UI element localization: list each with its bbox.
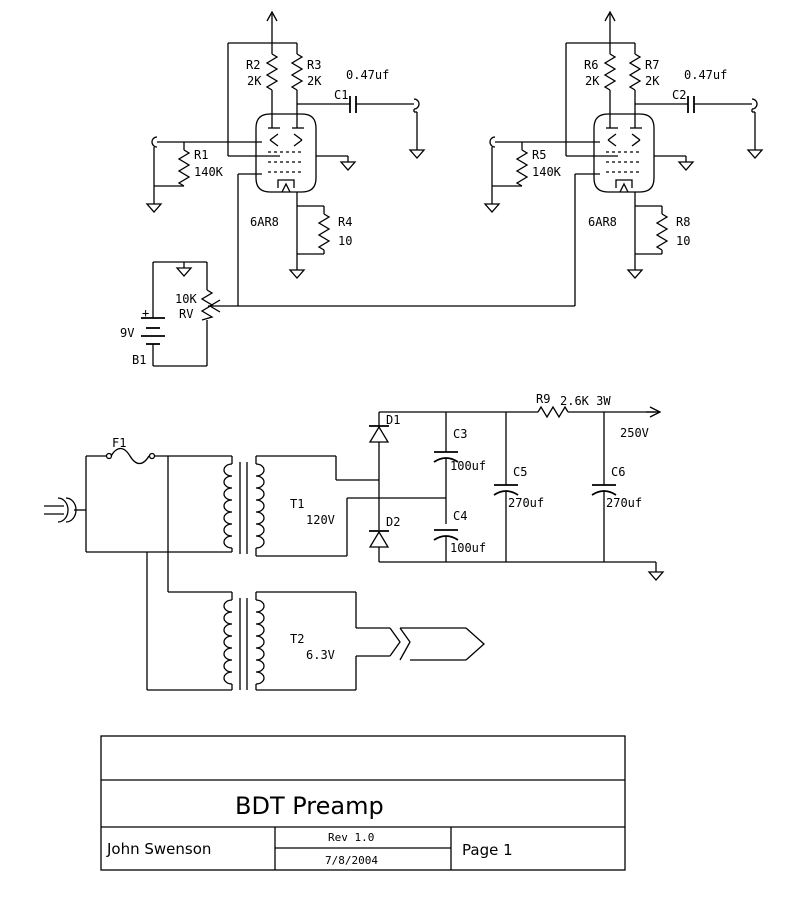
- battery-voltage: 9V: [120, 326, 134, 340]
- title-block-revision: Rev 1.0: [328, 831, 374, 844]
- capacitor-c1: [349, 96, 357, 113]
- battery-plus: +: [142, 306, 149, 320]
- fuse-f1: [105, 447, 156, 465]
- r9-value: 2.6K 3W: [560, 394, 611, 408]
- resistor-r9: [537, 405, 569, 419]
- transformer-t2: [223, 592, 265, 690]
- output-jack-left: [408, 98, 426, 159]
- pot-ref: RV: [179, 307, 193, 321]
- tube-left-label: 6AR8: [250, 215, 279, 229]
- c4-value: 100uf: [450, 541, 486, 555]
- c1-value: 0.47uf: [346, 68, 389, 82]
- diode-d2: [368, 530, 390, 548]
- tube-right-label: 6AR8: [588, 215, 617, 229]
- input-jack-left: [145, 136, 184, 213]
- r3-ref: R3: [307, 58, 321, 72]
- resistor-r1: [177, 142, 191, 187]
- title-block-page: Page 1: [462, 841, 513, 859]
- bias-pot-battery: 10K RV + 9V B1: [120, 261, 575, 367]
- pot-value: 10K: [175, 292, 197, 306]
- left-channel: R2 2K R3 2K C1 0.47uf: [145, 10, 426, 306]
- heater-chevron: [389, 627, 485, 661]
- r6-value: 2K: [585, 74, 600, 88]
- title-block-author: John Swenson: [106, 840, 211, 858]
- c2-ref: C2: [672, 88, 686, 102]
- capacitor-c2: [687, 96, 695, 113]
- c6-value: 270uf: [606, 496, 642, 510]
- output-voltage: 250V: [620, 426, 649, 440]
- c5-value: 270uf: [508, 496, 544, 510]
- c6-ref: C6: [611, 465, 625, 479]
- c3-ref: C3: [453, 427, 467, 441]
- d2-ref: D2: [386, 515, 400, 529]
- r1-ref: R1: [194, 148, 208, 162]
- resistor-r5: [515, 142, 529, 187]
- t2-ref: T2: [290, 632, 304, 646]
- tube-6ar8-right: [593, 113, 655, 193]
- title-block-date: 7/8/2004: [325, 854, 378, 867]
- transformer-t1: [223, 456, 265, 556]
- r4-ref: R4: [338, 215, 352, 229]
- c3-value: 100uf: [450, 459, 486, 473]
- right-channel: R6 2K R7 2K C2 0.47uf: [483, 10, 764, 306]
- c5-ref: C5: [513, 465, 527, 479]
- r1-value: 140K: [194, 165, 224, 179]
- resistor-r2: [265, 43, 279, 118]
- tube-6ar8-left: [255, 113, 317, 193]
- r7-value: 2K: [645, 74, 660, 88]
- battery-b1: [141, 317, 165, 366]
- power-supply: F1 T1 120V D1: [44, 392, 665, 691]
- r5-ref: R5: [532, 148, 546, 162]
- r8-value: 10: [676, 234, 690, 248]
- input-jack-right: [483, 136, 522, 213]
- bplus-arrow-right: [604, 10, 616, 43]
- r9-ref: R9: [536, 392, 550, 406]
- resistor-r6: [603, 43, 617, 118]
- title-block: BDT Preamp John Swenson Rev 1.0 7/8/2004…: [100, 735, 626, 871]
- resistor-r4: [317, 206, 331, 254]
- r3-value: 2K: [307, 74, 322, 88]
- resistor-r7: [628, 43, 642, 118]
- c1-ref: C1: [334, 88, 348, 102]
- t2-voltage: 6.3V: [306, 648, 335, 662]
- resistor-r3: [290, 43, 304, 118]
- r5-value: 140K: [532, 165, 562, 179]
- title-block-title: BDT Preamp: [235, 792, 384, 820]
- r6-ref: R6: [584, 58, 598, 72]
- diode-d1: [368, 425, 390, 443]
- ac-plug-icon: [44, 497, 86, 523]
- c4-ref: C4: [453, 509, 467, 523]
- d1-ref: D1: [386, 413, 400, 427]
- c2-value: 0.47uf: [684, 68, 727, 82]
- r8-ref: R8: [676, 215, 690, 229]
- battery-ref: B1: [132, 353, 146, 367]
- r2-ref: R2: [246, 58, 260, 72]
- r4-value: 10: [338, 234, 352, 248]
- t1-ref: T1: [290, 497, 304, 511]
- pot-rv: [200, 289, 214, 321]
- r2-value: 2K: [247, 74, 262, 88]
- t1-voltage: 120V: [306, 513, 335, 527]
- resistor-r8: [655, 206, 669, 251]
- r7-ref: R7: [645, 58, 659, 72]
- output-jack-right: [746, 98, 764, 159]
- fuse-ref: F1: [112, 436, 126, 450]
- bplus-arrow-left: [266, 10, 278, 43]
